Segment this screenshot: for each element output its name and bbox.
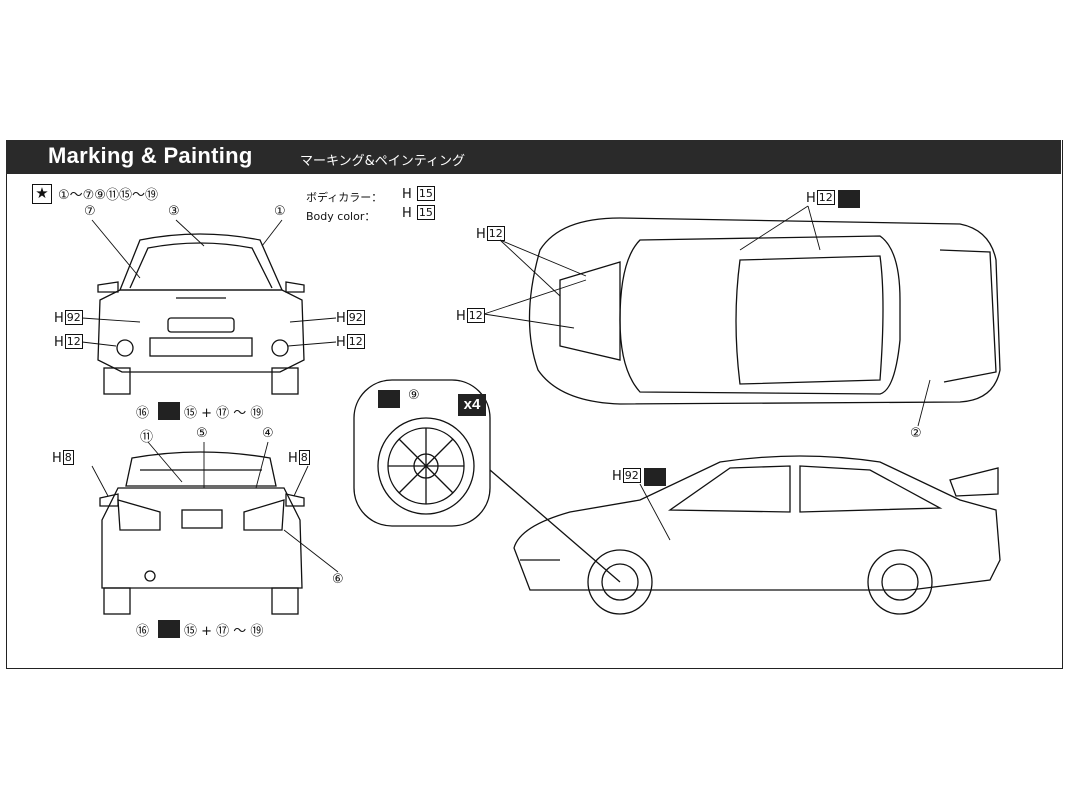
rear-view-drawing xyxy=(99,451,305,615)
callout-2: ② xyxy=(910,426,922,441)
decal-icon xyxy=(644,468,666,486)
callout-1: ① xyxy=(274,204,286,219)
h-number: 8 xyxy=(62,450,74,465)
decal-icon xyxy=(838,190,860,208)
callout-9: ⑨ xyxy=(408,388,420,403)
h-number: 12 xyxy=(64,334,83,349)
section-title-en: Marking & Painting xyxy=(48,143,253,168)
front-decal-rest: ⑮ + ⑰ ～ ⑲ xyxy=(184,406,264,421)
h-number: 12 xyxy=(466,308,485,323)
h-number: 8 xyxy=(298,450,310,465)
leader-lines xyxy=(81,205,931,573)
h-prefix: H xyxy=(612,469,622,484)
h-number: 12 xyxy=(486,226,505,241)
h-prefix: H xyxy=(336,311,346,326)
star-decal-sequence: ①～⑦⑨⑪⑮～⑲ xyxy=(58,188,158,203)
h-number: 15 xyxy=(416,205,435,220)
side-view-drawing xyxy=(513,455,1001,615)
h-prefix: H xyxy=(402,206,412,221)
callout-11: ⑪ xyxy=(140,430,154,445)
body-color-code-en: H 15 xyxy=(402,205,435,221)
h-number: 92 xyxy=(622,468,641,483)
h-number: 15 xyxy=(416,186,435,201)
callout-7: ⑦ xyxy=(84,204,96,219)
callout-5: ⑤ xyxy=(196,426,208,441)
body-color-code-jp: H 15 xyxy=(402,186,435,202)
front-decal-lead: ⑯ xyxy=(136,406,150,421)
rear-decal-rest: ⑮ + ⑰ ～ ⑲ xyxy=(184,624,264,639)
h-prefix: H xyxy=(288,451,298,466)
decal-icon xyxy=(158,402,180,420)
h-number: 92 xyxy=(64,310,83,325)
h-prefix: H xyxy=(402,187,412,202)
section-header-bar xyxy=(6,140,1061,174)
body-color-label-en: Body color： xyxy=(306,210,376,223)
front-view-drawing xyxy=(97,233,305,395)
top-view-drawing xyxy=(528,217,1001,405)
h-prefix: H xyxy=(54,335,64,350)
h-prefix: H xyxy=(456,309,466,324)
h-prefix: H xyxy=(806,191,816,206)
decal-icon xyxy=(158,620,180,638)
instruction-sheet xyxy=(6,140,1063,669)
rear-decal-lead: ⑯ xyxy=(136,624,150,639)
wheel-multiplier: x4 xyxy=(458,394,486,416)
h-prefix: H xyxy=(52,451,62,466)
h-number: 92 xyxy=(346,310,365,325)
section-title-jp: マーキング&ペインティング xyxy=(300,154,465,169)
decal-icon xyxy=(378,390,400,408)
callout-3: ③ xyxy=(168,204,180,219)
h-number: 12 xyxy=(346,334,365,349)
wheel-detail-drawing xyxy=(353,379,621,583)
callout-6: ⑥ xyxy=(332,572,344,587)
h-prefix: H xyxy=(476,227,486,242)
star-icon: ★ xyxy=(32,184,52,204)
callout-4: ④ xyxy=(262,426,274,441)
h-prefix: H xyxy=(54,311,64,326)
h-prefix: H xyxy=(336,335,346,350)
h-number: 12 xyxy=(816,190,835,205)
body-color-label-jp: ボディカラー： xyxy=(306,191,383,204)
